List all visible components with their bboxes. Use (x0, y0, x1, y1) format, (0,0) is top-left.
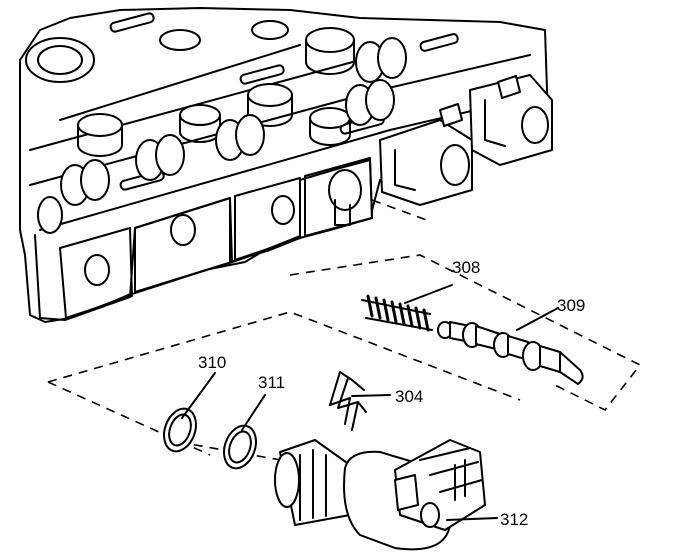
callout-311: 311 (258, 373, 285, 392)
spring-308 (361, 294, 433, 332)
callout-308: 308 (452, 258, 480, 277)
bore-opening (328, 169, 362, 211)
o-ring-310 (163, 407, 197, 453)
bolt-hole-2 (170, 214, 196, 246)
o-ring-311 (223, 424, 257, 470)
callout-310: 310 (198, 353, 226, 372)
leader-lines (181, 284, 559, 521)
valve-309 (437, 321, 584, 385)
mounted-solenoids (379, 74, 553, 206)
bolt-hole-1 (84, 254, 110, 286)
callout-312: 312 (500, 510, 528, 529)
valve-bosses (25, 20, 355, 157)
bolt-hole-3 (271, 195, 295, 225)
valve-body-assembly (19, 7, 553, 323)
solenoid-312 (274, 439, 486, 551)
callout-304: 304 (395, 387, 423, 406)
valve-spools (37, 37, 407, 234)
retainer-clip-304 (329, 371, 367, 431)
callout-309: 309 (557, 296, 585, 315)
